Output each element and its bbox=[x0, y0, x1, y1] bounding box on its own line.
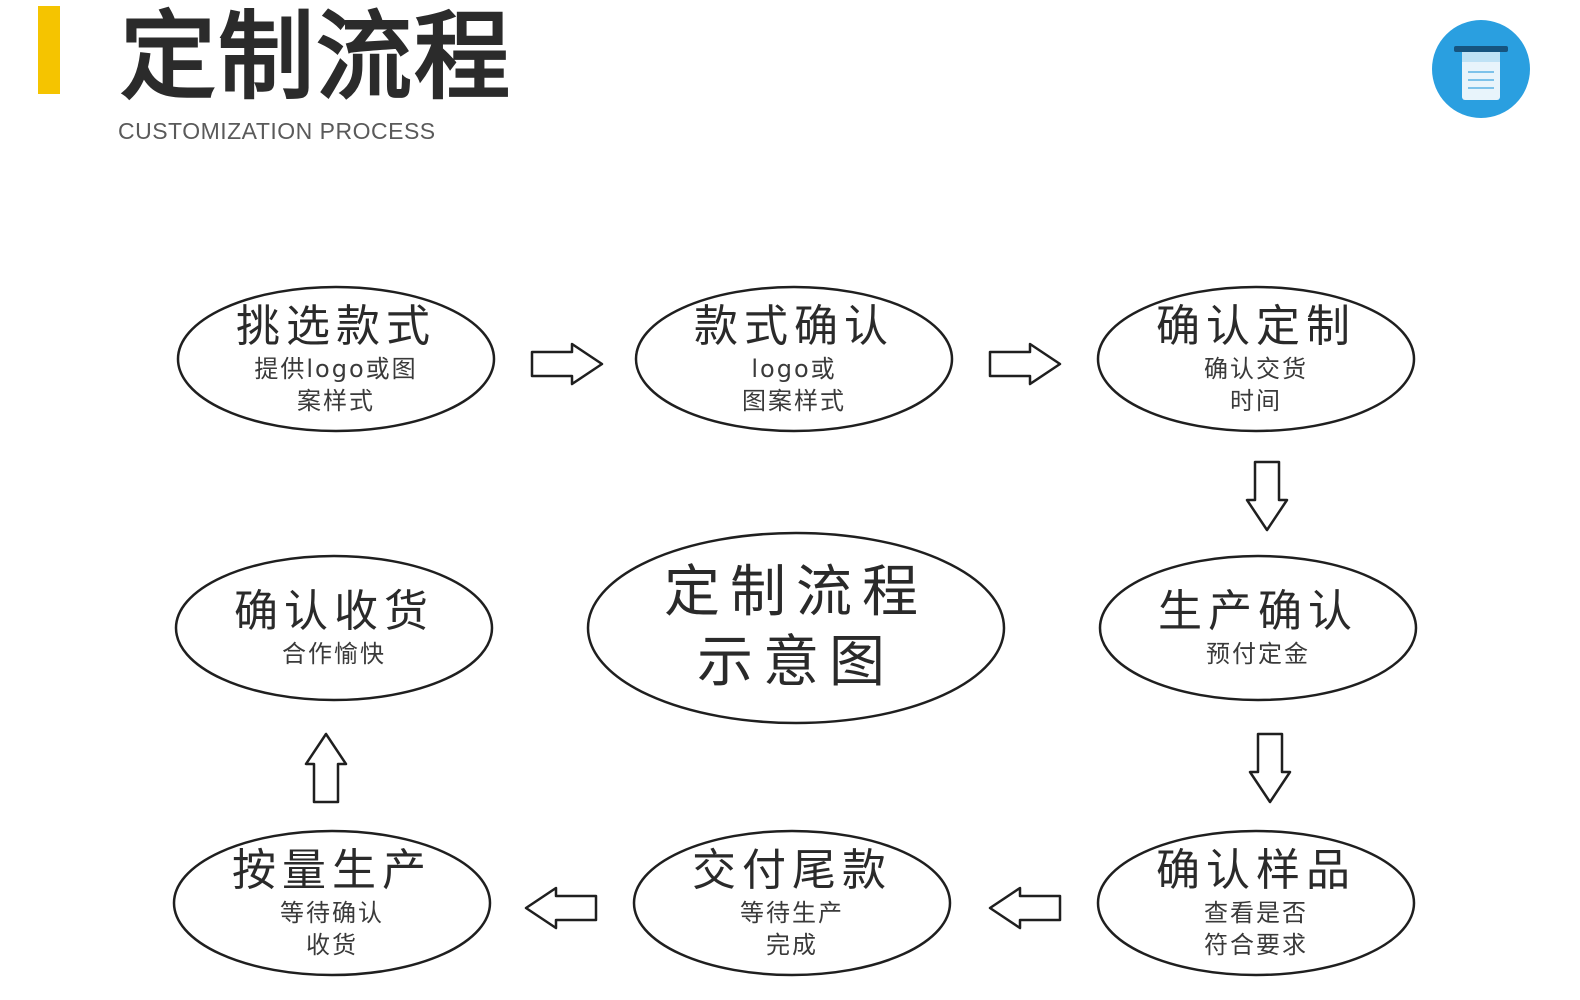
arrow-down-2 bbox=[1248, 732, 1292, 804]
arrow-up-1 bbox=[304, 732, 348, 804]
arrow-down-1 bbox=[1245, 460, 1289, 532]
step-description-line-1: 等待生产 bbox=[740, 899, 844, 927]
step-confirm-production: 生产确认 预付定金 bbox=[1100, 556, 1416, 700]
ellipse-step-4 bbox=[1098, 554, 1418, 702]
ellipse-step-3 bbox=[1096, 285, 1416, 433]
ellipse-step-6 bbox=[632, 829, 952, 977]
step-title: 交付尾款 bbox=[692, 845, 892, 896]
step-title: 确认样品 bbox=[1156, 845, 1356, 896]
ellipse-step-7 bbox=[172, 829, 492, 977]
arrow-left-2 bbox=[524, 886, 598, 930]
ellipse-center bbox=[586, 531, 1006, 725]
step-description-line-2: 时间 bbox=[1230, 387, 1282, 415]
arrow-right-2 bbox=[988, 342, 1062, 386]
step-pay-balance: 交付尾款 等待生产 完成 bbox=[634, 831, 950, 975]
step-title: 按量生产 bbox=[232, 845, 432, 896]
ellipse-step-1 bbox=[176, 285, 496, 433]
step-description-line-1: 确认交货 bbox=[1204, 355, 1308, 383]
step-description-line-1: 等待确认 bbox=[280, 899, 384, 927]
step-confirm-customization: 确认定制 确认交货 时间 bbox=[1098, 287, 1414, 431]
step-title: 挑选款式 bbox=[236, 301, 436, 352]
step-description-line-2: 图案样式 bbox=[742, 387, 846, 415]
arrow-left-1 bbox=[988, 886, 1062, 930]
step-description-line-2: 完成 bbox=[766, 931, 818, 959]
step-title: 确认定制 bbox=[1156, 301, 1356, 352]
step-confirm-style: 款式确认 logo或 图案样式 bbox=[636, 287, 952, 431]
flow-center-label: 定制流程 示意图 bbox=[588, 533, 1004, 723]
page-subtitle: CUSTOMIZATION PROCESS bbox=[118, 118, 436, 144]
center-title-line-1: 定制流程 bbox=[664, 560, 928, 625]
step-description-line-2: 案样式 bbox=[297, 387, 375, 415]
step-title: 生产确认 bbox=[1158, 586, 1358, 637]
page-title: 定制流程 bbox=[120, 1, 512, 113]
brand-logo bbox=[1432, 20, 1530, 118]
towel-icon bbox=[1454, 46, 1508, 100]
ellipse-step-5 bbox=[1096, 829, 1416, 977]
step-description-line-1: 预付定金 bbox=[1206, 640, 1310, 668]
step-description-line-1: 查看是否 bbox=[1204, 899, 1308, 927]
step-description-line-1: 合作愉快 bbox=[282, 640, 386, 668]
step-select-style: 挑选款式 提供logo或图 案样式 bbox=[178, 287, 494, 431]
step-description-line-2: 收货 bbox=[306, 931, 358, 959]
step-description-line-1: 提供logo或图 bbox=[254, 355, 418, 383]
step-title: 款式确认 bbox=[694, 301, 894, 352]
step-description-line-2: 符合要求 bbox=[1204, 931, 1308, 959]
step-title: 确认收货 bbox=[234, 586, 434, 637]
step-description-line-1: logo或 bbox=[751, 355, 837, 383]
center-title-line-2: 示意图 bbox=[697, 630, 895, 695]
ellipse-step-8 bbox=[174, 554, 494, 702]
step-confirm-sample: 确认样品 查看是否 符合要求 bbox=[1098, 831, 1414, 975]
title-accent-bar bbox=[38, 6, 60, 94]
step-confirm-receipt: 确认收货 合作愉快 bbox=[176, 556, 492, 700]
step-mass-production: 按量生产 等待确认 收货 bbox=[174, 831, 490, 975]
ellipse-step-2 bbox=[634, 285, 954, 433]
arrow-right-1 bbox=[530, 342, 604, 386]
